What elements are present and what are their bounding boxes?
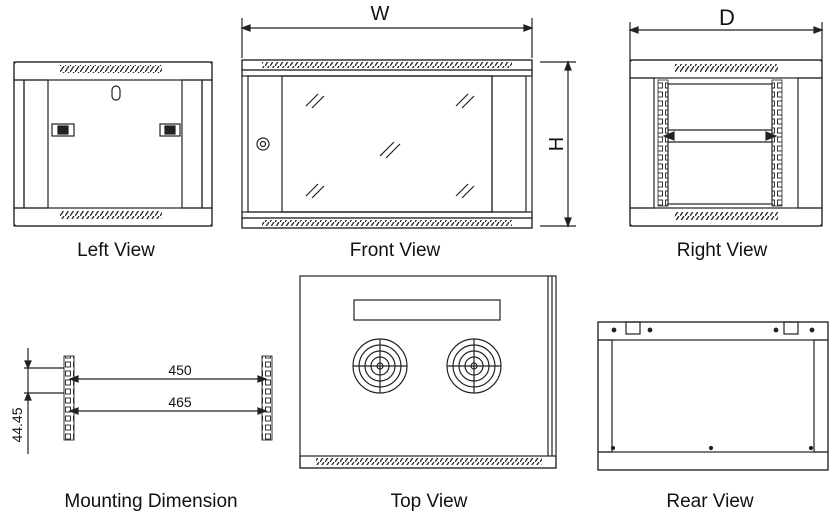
front-view-drawing: [240, 18, 576, 229]
rear-view-drawing: [597, 321, 829, 471]
right-view-drawing: [628, 22, 824, 227]
fan-icon: [352, 338, 408, 394]
top-view-drawing: [299, 275, 557, 469]
fan-icon: [446, 338, 502, 394]
top-view-caption: Top View: [390, 491, 468, 512]
rear-view-caption: Rear View: [666, 491, 754, 512]
front-view-caption: Front View: [349, 240, 441, 261]
mounting-dimension-caption: Mounting Dimension: [64, 491, 238, 512]
rail-outer-value: 450: [168, 362, 192, 378]
mounting-dimension-drawing: [24, 348, 273, 454]
depth-label: D: [719, 5, 735, 30]
unit-height-value: 44.45: [9, 407, 25, 442]
width-label: W: [371, 3, 390, 25]
left-view-drawing: [13, 61, 213, 227]
left-view-caption: Left View: [77, 240, 155, 261]
rail-inner-value: 465: [168, 394, 192, 410]
height-label: H: [546, 137, 568, 151]
right-view-caption: Right View: [676, 240, 768, 261]
